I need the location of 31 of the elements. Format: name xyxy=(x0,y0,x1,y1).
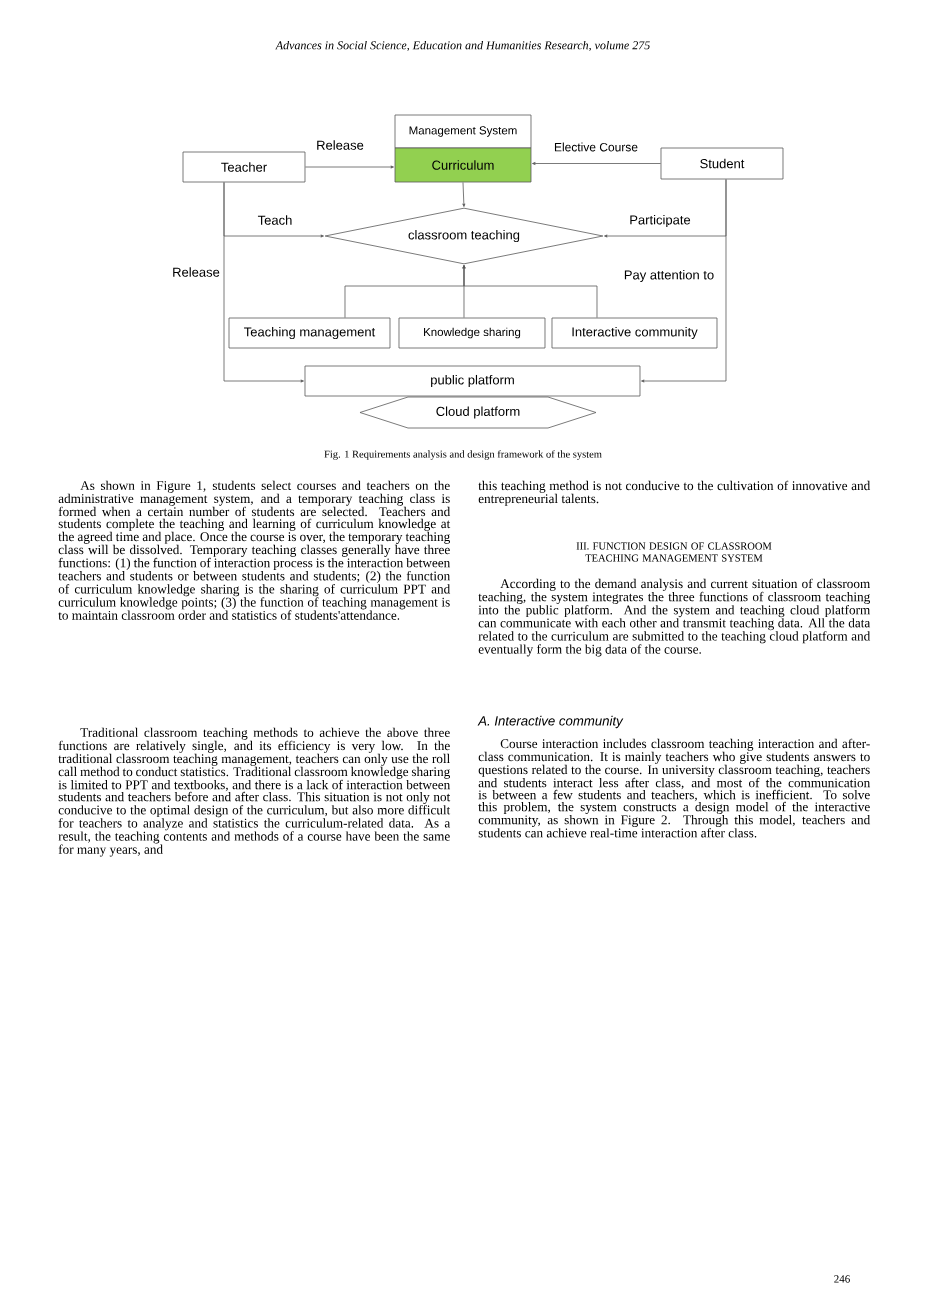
paragraph: Traditional classroom teaching methods to achieve the above three functions are relatively single, and its efficiency is very low. In the traditional classroom teaching management, teachers can only use the roll call method to conduct statistics. Traditional classroom knowledge sharing is limited to PPT and textbooks, and there is a lack of interaction between students and teachers before and after class. This situation is not only not conducive to the optimal design of the curriculum, but also more difficult for teachers to analyze and statistics the curriculum-related data. As a result, the teaching contents and methods of a course have been the same for many years, and xyxy=(58,727,451,857)
edge-label: Teach xyxy=(256,214,294,226)
process-box: Teacher xyxy=(182,151,306,183)
arrow xyxy=(532,162,661,165)
arrow xyxy=(462,182,466,207)
process-box: Knowledge sharing xyxy=(398,317,546,349)
edge-label: Release xyxy=(315,139,365,151)
process-box: public platform xyxy=(304,365,641,397)
subsection-heading: A. Interactive community xyxy=(477,715,624,729)
hexagon-box: Cloud platform xyxy=(359,396,597,429)
process-box: Teaching management xyxy=(228,317,391,349)
paragraph: According to the demand analysis and current situation of classroom teaching, the system integrates the three functions of classroom teaching into the public platform. And the system and teaching cloud platform can communicate with each other and transmit teaching data. All the data related to the curriculum are submitted to the teaching cloud platform and eventually form the big data of the course. xyxy=(478,578,871,657)
process-box: Curriculum xyxy=(394,147,532,183)
edge-label: Participate xyxy=(628,213,692,229)
arrow xyxy=(641,179,727,383)
figure-caption: Fig. 1 Requirements analysis and design framework of the system xyxy=(324,450,602,460)
process-box: Interactive community xyxy=(551,317,718,349)
arrow xyxy=(223,182,304,383)
paragraph: this teaching method is not conducive to the cultivation of innovative and entrepreneurial talents. xyxy=(478,480,871,506)
edge-label: Release xyxy=(171,266,221,278)
running-header: Advances in Social Science, Education and Humanities Research, volume 275 xyxy=(275,40,650,52)
arrow xyxy=(462,265,598,318)
edge-label: Elective Course xyxy=(553,141,639,153)
paragraph: As shown in Figure 1, students select courses and teachers on the administrative management system, and a temporary teaching class is formed when a certain number of students are selected. Teachers and students complete the teaching and learning of curriculum knowledge at the agreed time and place. Once the course is over, the temporary teaching class will be dissolved. Temporary teaching classes generally have three functions: (1) the function of interaction process is the interaction between teachers and students or between students and students; (2) the function of curriculum knowledge sharing is the sharing of curriculum PPT and curriculum knowledge points; (3) the function of teaching management is to maintain classroom order and statistics of students'attendance. xyxy=(58,480,451,620)
page-number: 246 xyxy=(834,1275,850,1283)
process-box: Student xyxy=(660,147,784,180)
arrow xyxy=(305,165,394,169)
paragraph: Course interaction includes classroom teaching interaction and after-class communication. It is mainly teachers who give students answers to questions related to the course. In university classroom teaching, teachers and students interact less after class, and most of the communication is between a few students and teachers, which is inefficient. To solve this problem, the system constructs a design model of the interactive community, as shown in Figure 2. Through this model, teachers and students can achieve real-time interaction after class. xyxy=(478,738,871,838)
edge-label: Pay attention to xyxy=(622,268,716,284)
section-heading: III. FUNCTION DESIGN OF CLASSROOM TEACHING MANAGEMENT SYSTEM xyxy=(576,542,772,562)
process-box: Management System xyxy=(394,114,532,149)
